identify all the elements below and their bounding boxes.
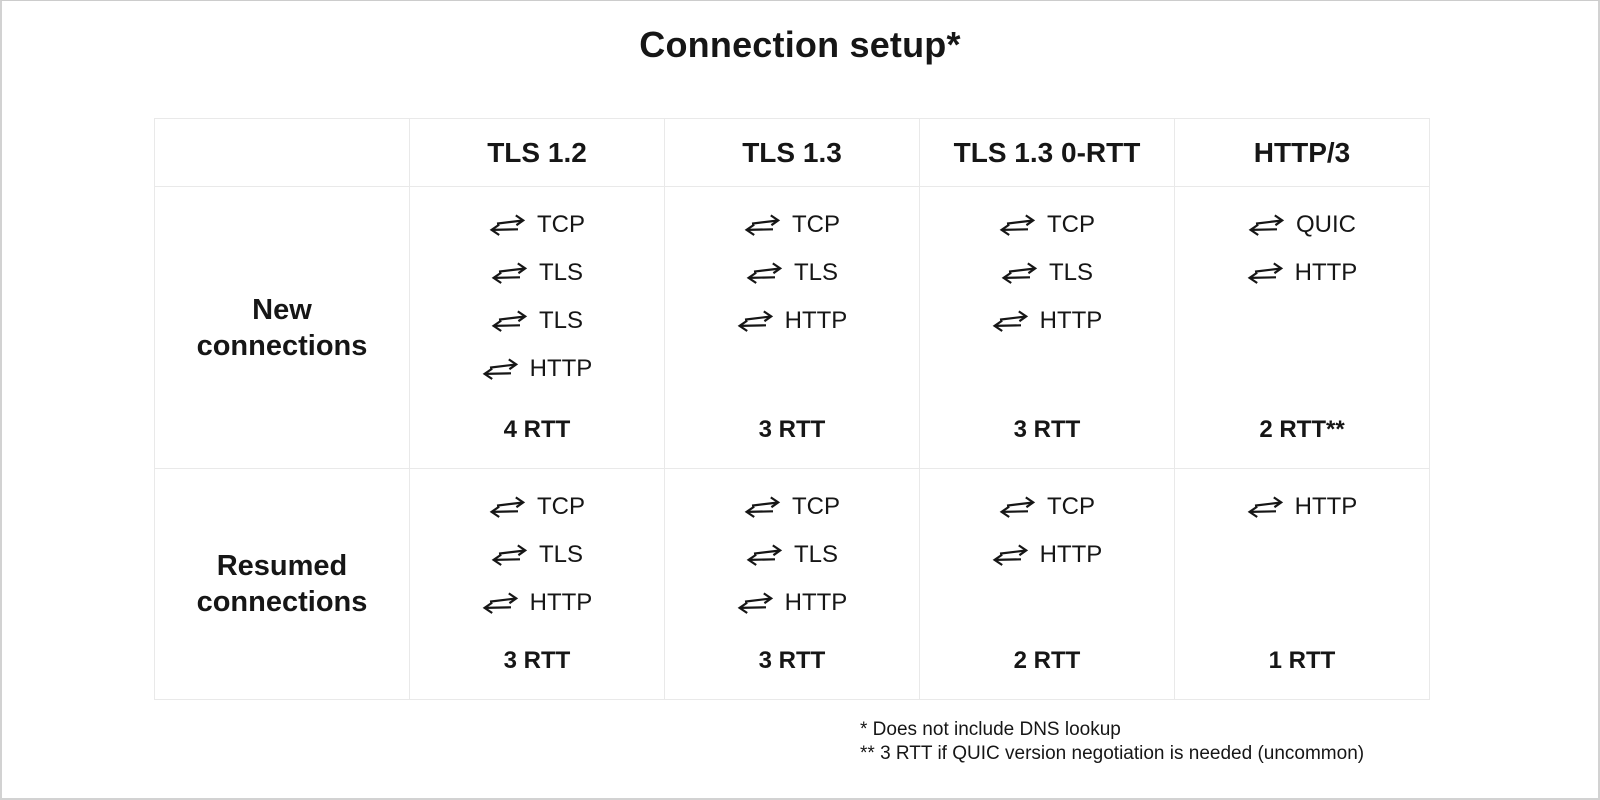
cell-resumed-tls13: TCP TLS HTTP 3 RTT: [664, 468, 920, 700]
protocol-label: TLS: [538, 541, 583, 568]
round-trip-arrows-icon: [491, 544, 528, 566]
protocol-label: HTTP: [784, 589, 848, 616]
protocol-label: TLS: [1048, 259, 1093, 286]
handshake-step: TLS: [410, 309, 664, 333]
rtt-total: 4 RTT: [503, 416, 571, 443]
round-trip-arrows-icon: [744, 214, 781, 236]
footnote-dns: * Does not include DNS lookup: [860, 719, 1121, 740]
handshake-step: TCP: [665, 213, 919, 237]
rtt-total: 1 RTT: [1268, 647, 1336, 674]
row-label: Resumed connections: [196, 550, 368, 618]
header-cell-tls12: TLS 1.2: [409, 118, 665, 187]
rtt-total: 3 RTT: [1013, 416, 1081, 443]
handshake-step: HTTP: [920, 543, 1174, 567]
round-trip-arrows-icon: [737, 310, 773, 332]
handshake-step: TCP: [410, 213, 664, 237]
row-label-cell: Resumed connections: [154, 468, 410, 700]
rtt-total: 3 RTT: [758, 647, 826, 674]
handshake-step: TLS: [920, 261, 1174, 285]
handshake-step: TCP: [920, 213, 1174, 237]
protocol-label: HTTP: [1039, 307, 1103, 334]
protocol-label: TCP: [537, 211, 585, 238]
rtt-total: 3 RTT: [503, 647, 571, 674]
cell-new-tls12: TCP TLS TLS HTTP 4 RTT: [409, 186, 665, 469]
cell-new-tls13-0rtt: TCP TLS HTTP 3 RTT: [919, 186, 1175, 469]
protocol-label: QUIC: [1296, 211, 1356, 238]
cell-new-tls13: TCP TLS HTTP 3 RTT: [664, 186, 920, 469]
round-trip-arrows-icon: [1247, 262, 1283, 284]
round-trip-arrows-icon: [1001, 262, 1038, 284]
round-trip-arrows-icon: [992, 544, 1028, 566]
header-cell-http3: HTTP/3: [1174, 118, 1430, 187]
header-cell-tls13: TLS 1.3: [664, 118, 920, 187]
handshake-step: TCP: [920, 495, 1174, 519]
cell-new-http3: QUIC HTTP 2 RTT**: [1174, 186, 1430, 469]
protocol-label: TLS: [538, 307, 583, 334]
handshake-step: HTTP: [1175, 495, 1429, 519]
rtt-total: 2 RTT**: [1259, 416, 1345, 443]
handshake-step: QUIC: [1175, 213, 1429, 237]
header-row: TLS 1.2 TLS 1.3 TLS 1.3 0-RTT HTTP/3: [154, 118, 1430, 187]
handshake-step: HTTP: [1175, 261, 1429, 285]
protocol-label: TLS: [538, 259, 583, 286]
cell-resumed-tls13-0rtt: TCP HTTP 2 RTT: [919, 468, 1175, 700]
protocol-label: TCP: [1047, 493, 1095, 520]
handshake-step: TCP: [410, 495, 664, 519]
round-trip-arrows-icon: [482, 592, 518, 614]
protocol-label: TCP: [1047, 211, 1095, 238]
protocol-label: HTTP: [529, 355, 593, 382]
round-trip-arrows-icon: [491, 310, 528, 332]
footnote-quic-negotiation: ** 3 RTT if QUIC version negotiation is …: [860, 743, 1365, 764]
round-trip-arrows-icon: [1248, 214, 1285, 236]
round-trip-arrows-icon: [746, 262, 783, 284]
protocol-label: HTTP: [1294, 259, 1358, 286]
connection-setup-table: TLS 1.2 TLS 1.3 TLS 1.3 0-RTT HTTP/3 New…: [154, 118, 1430, 700]
footnotes: * Does not include DNS lookup ** 3 RTT i…: [860, 718, 1598, 766]
protocol-label: HTTP: [529, 589, 593, 616]
row-label: New connections: [196, 293, 368, 362]
table-row-resumed-connections: Resumed connections TCP TLS HTTP 3 RTT: [154, 468, 1430, 700]
round-trip-arrows-icon: [737, 592, 773, 614]
cell-resumed-http3: HTTP 1 RTT: [1174, 468, 1430, 700]
round-trip-arrows-icon: [999, 496, 1036, 518]
table-row-new-connections: New connections TCP TLS TLS HTTP 4 RTT: [154, 186, 1430, 469]
round-trip-arrows-icon: [491, 262, 528, 284]
handshake-step: TLS: [410, 261, 664, 285]
handshake-step: HTTP: [665, 309, 919, 333]
header-cell-tls13-0rtt: TLS 1.3 0-RTT: [919, 118, 1175, 187]
round-trip-arrows-icon: [1247, 496, 1283, 518]
handshake-step: HTTP: [665, 591, 919, 615]
protocol-label: TCP: [792, 211, 840, 238]
protocol-label: TLS: [793, 541, 838, 568]
protocol-label: HTTP: [784, 307, 848, 334]
handshake-step: TLS: [665, 543, 919, 567]
round-trip-arrows-icon: [744, 496, 781, 518]
row-label-cell: New connections: [154, 186, 410, 469]
protocol-label: TCP: [792, 493, 840, 520]
handshake-step: TLS: [665, 261, 919, 285]
handshake-step: HTTP: [410, 591, 664, 615]
round-trip-arrows-icon: [482, 358, 518, 380]
header-cell-empty: [154, 118, 410, 187]
handshake-step: HTTP: [410, 357, 664, 381]
rtt-total: 2 RTT: [1013, 647, 1081, 674]
handshake-step: TCP: [665, 495, 919, 519]
protocol-label: TCP: [537, 493, 585, 520]
protocol-label: HTTP: [1294, 493, 1358, 520]
page-title: Connection setup*: [639, 24, 961, 65]
handshake-step: TLS: [410, 543, 664, 567]
round-trip-arrows-icon: [489, 496, 526, 518]
round-trip-arrows-icon: [489, 214, 526, 236]
round-trip-arrows-icon: [992, 310, 1028, 332]
round-trip-arrows-icon: [746, 544, 783, 566]
cell-resumed-tls12: TCP TLS HTTP 3 RTT: [409, 468, 665, 700]
protocol-label: HTTP: [1039, 541, 1103, 568]
rtt-total: 3 RTT: [758, 416, 826, 443]
handshake-step: HTTP: [920, 309, 1174, 333]
protocol-label: TLS: [793, 259, 838, 286]
round-trip-arrows-icon: [999, 214, 1036, 236]
